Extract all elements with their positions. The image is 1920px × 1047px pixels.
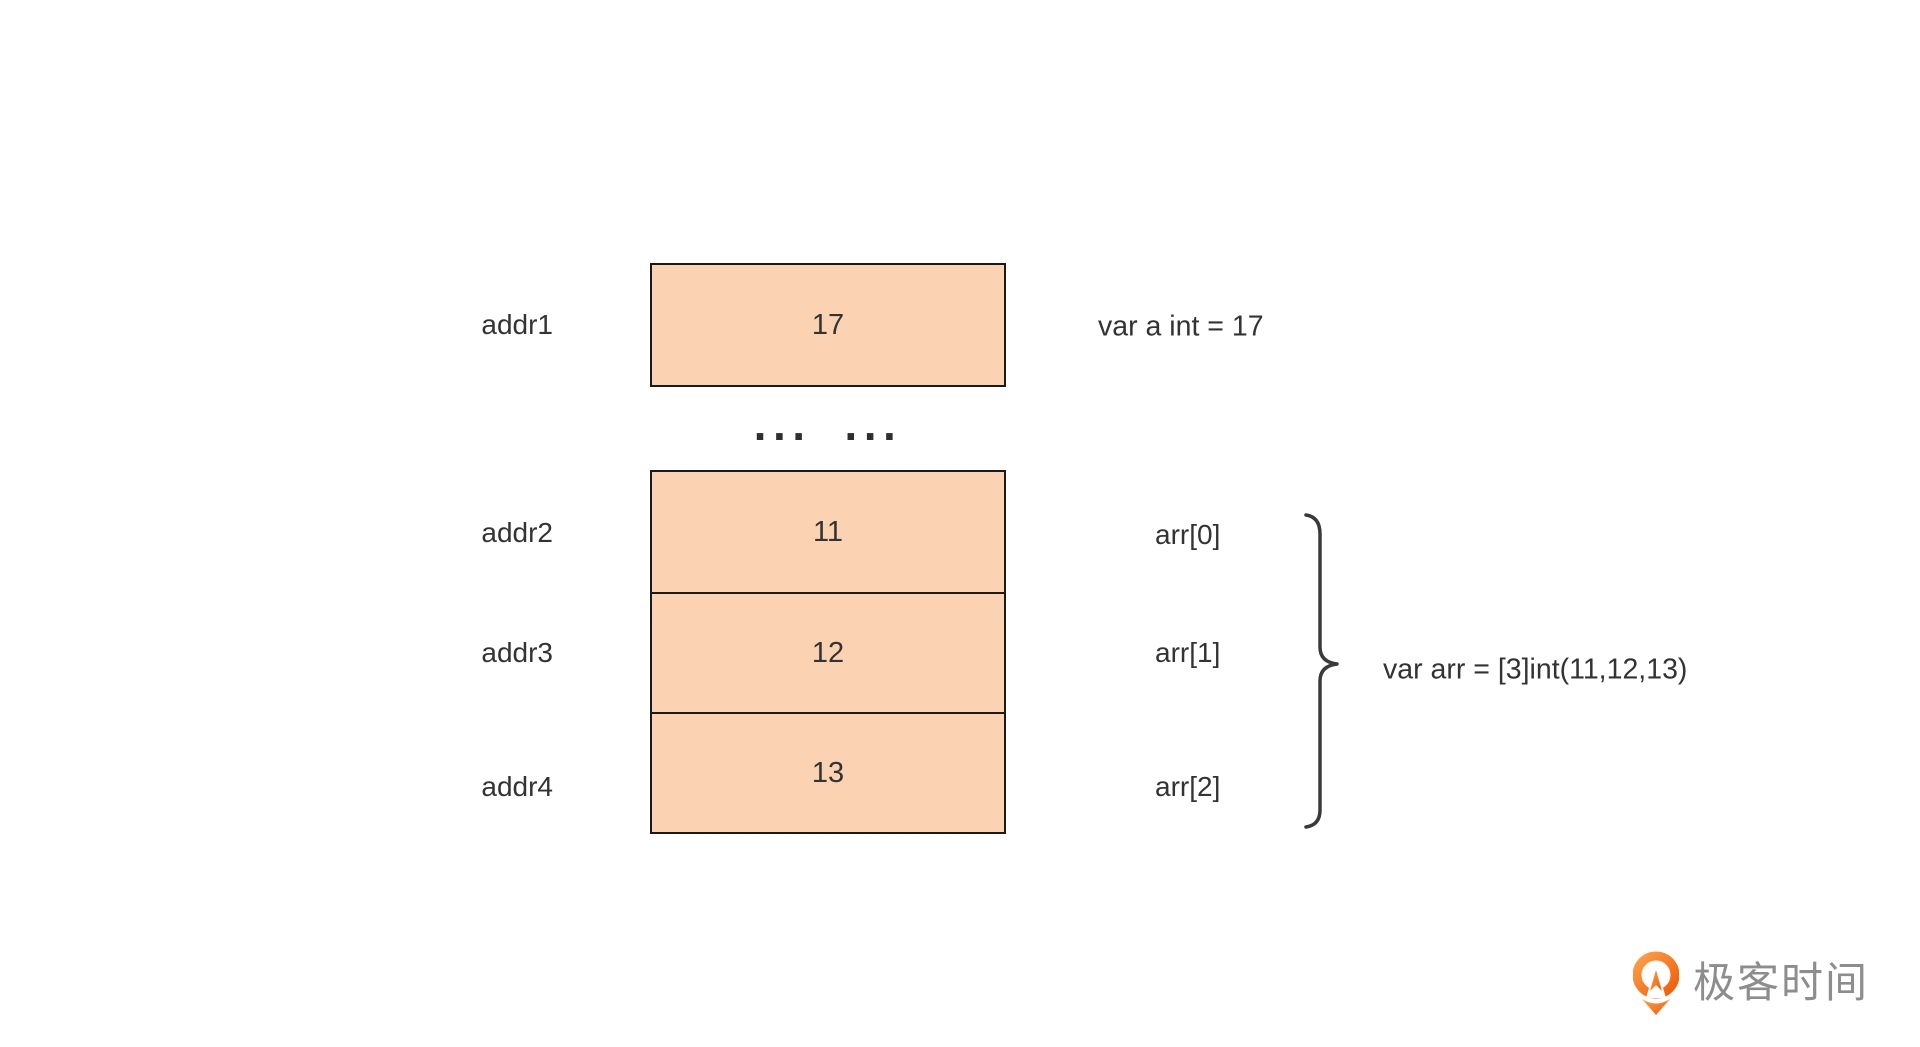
memory-cell-arr2: 13	[652, 712, 1004, 832]
brand-logo: 极客时间	[1633, 950, 1869, 1016]
address-label-addr3: addr3	[481, 637, 553, 668]
array-code-annotation: var arr = [3]int(11,12,13)	[1383, 653, 1688, 686]
memory-cell-stack: 11 12 13	[650, 470, 1006, 834]
element-label-arr2: arr[2]	[1155, 771, 1221, 802]
curly-brace	[1304, 513, 1339, 829]
address-label-addr1: addr1	[481, 309, 553, 340]
address-label-addr2: addr2	[481, 517, 553, 548]
brand-logo-text: 极客时间	[1693, 959, 1870, 1006]
element-label-arr1: arr[1]	[1155, 637, 1221, 668]
memory-cell-arr1: 12	[652, 592, 1004, 712]
scalar-code-annotation: var a int = 17	[1098, 310, 1264, 343]
memory-cell-scalar-value: 17	[811, 308, 845, 341]
ellipsis-dots: ··· ···	[753, 410, 903, 462]
address-label-addr4: addr4	[481, 771, 553, 802]
memory-cell-arr0-value: 11	[812, 515, 844, 548]
memory-cell-arr1-value: 12	[811, 636, 845, 669]
element-label-arr0: arr[0]	[1155, 519, 1221, 550]
memory-cell-scalar: 17	[650, 263, 1006, 387]
memory-cell-arr2-value: 13	[811, 756, 845, 789]
geektime-logo-icon	[1633, 951, 1679, 1015]
memory-cell-arr0: 11	[652, 472, 1004, 592]
